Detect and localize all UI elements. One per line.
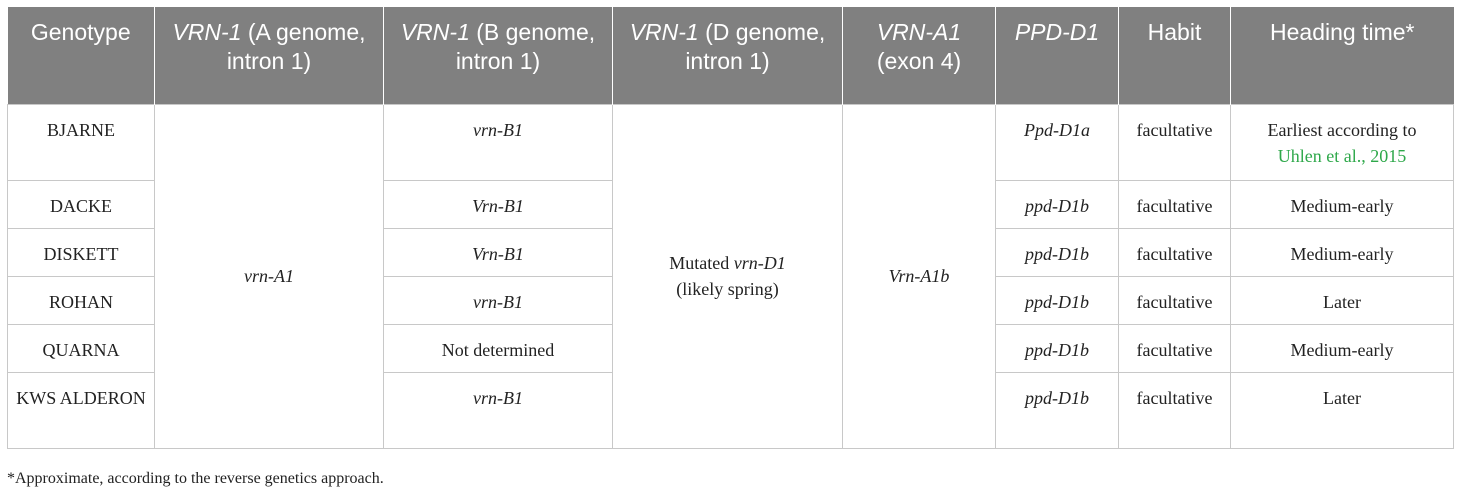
genotype-cell: KWS ALDERON	[7, 371, 155, 449]
table-row: BJARNE vrn-A1 vrn-B1 Mutated vrn-D1 (lik…	[7, 103, 1454, 449]
vrn-b-cell: vrn-B1	[383, 275, 613, 325]
ppd-cell: ppd-D1b	[995, 323, 1119, 373]
ppd-cell: ppd-D1b	[995, 227, 1119, 277]
vrn-a1-exon4-cell: Vrn-A1b	[842, 103, 996, 449]
ppd-cell: ppd-D1b	[995, 179, 1119, 229]
heading-text: Earliest according to	[1267, 119, 1417, 140]
vrn-b-cell: Vrn-B1	[383, 227, 613, 277]
table-row: ROHAN vrn-B1 ppd-D1b facultative Later	[7, 275, 1454, 325]
genotype-cell: DISKETT	[7, 227, 155, 277]
habit-cell: facultative	[1118, 103, 1231, 181]
genotype-cell: ROHAN	[7, 275, 155, 325]
heading-cell: Earliest according to Uhlen et al., 2015	[1230, 103, 1454, 181]
vrn-d-prefix: Mutated	[669, 253, 734, 273]
vrn-b-cell: Not determined	[383, 323, 613, 373]
vrn-a-value: vrn-A1	[244, 266, 294, 286]
header-vrn1-b: VRN-1 (B genome, intron 1)	[383, 7, 613, 104]
ppd-cell: Ppd-D1a	[995, 103, 1119, 181]
citation-link[interactable]: Uhlen et al., 2015	[1277, 145, 1407, 166]
vrn-a1-exon4-value: Vrn-A1b	[888, 266, 950, 286]
habit-cell: facultative	[1118, 323, 1231, 373]
vrn-a-cell: vrn-A1	[154, 103, 384, 449]
heading-cell: Later	[1230, 275, 1454, 325]
heading-cell: Later	[1230, 371, 1454, 449]
table-row: QUARNA Not determined ppd-D1b facultativ…	[7, 323, 1454, 373]
genotype-cell: DACKE	[7, 179, 155, 229]
heading-cell: Medium-early	[1230, 179, 1454, 229]
habit-cell: facultative	[1118, 179, 1231, 229]
header-habit: Habit	[1118, 7, 1231, 104]
header-vrn1-d: VRN-1 (D genome, intron 1)	[612, 7, 843, 104]
table-row: DACKE Vrn-B1 ppd-D1b facultative Medium-…	[7, 179, 1454, 229]
vrn-d-value: vrn-D1	[733, 253, 786, 273]
header-genotype: Genotype	[7, 7, 155, 104]
heading-cell: Medium-early	[1230, 227, 1454, 277]
table-row: KWS ALDERON vrn-B1 ppd-D1b facultative L…	[7, 371, 1454, 449]
vrn-d-cell: Mutated vrn-D1 (likely spring)	[612, 103, 843, 449]
header-row: Genotype VRN-1 (A genome, intron 1) VRN-…	[7, 7, 1454, 104]
header-heading-time: Heading time*	[1230, 7, 1454, 104]
header-ppd-d1: PPD-D1	[995, 7, 1119, 104]
vrn-b-cell: vrn-B1	[383, 103, 613, 181]
header-vrn-a1-exon4: VRN-A1 (exon 4)	[842, 7, 996, 104]
table-footnote: *Approximate, according to the reverse g…	[7, 470, 384, 487]
ppd-cell: ppd-D1b	[995, 275, 1119, 325]
vrn-d-note: (likely spring)	[676, 279, 779, 299]
header-vrn1-a: VRN-1 (A genome, intron 1)	[154, 7, 384, 104]
vrn-b-cell: Vrn-B1	[383, 179, 613, 229]
vrn-b-cell: vrn-B1	[383, 371, 613, 449]
genotype-cell: QUARNA	[7, 323, 155, 373]
habit-cell: facultative	[1118, 371, 1231, 449]
genotype-table: Genotype VRN-1 (A genome, intron 1) VRN-…	[7, 7, 1454, 449]
habit-cell: facultative	[1118, 275, 1231, 325]
habit-cell: facultative	[1118, 227, 1231, 277]
genotype-cell: BJARNE	[7, 103, 155, 181]
ppd-cell: ppd-D1b	[995, 371, 1119, 449]
table-row: DISKETT Vrn-B1 ppd-D1b facultative Mediu…	[7, 227, 1454, 277]
heading-cell: Medium-early	[1230, 323, 1454, 373]
